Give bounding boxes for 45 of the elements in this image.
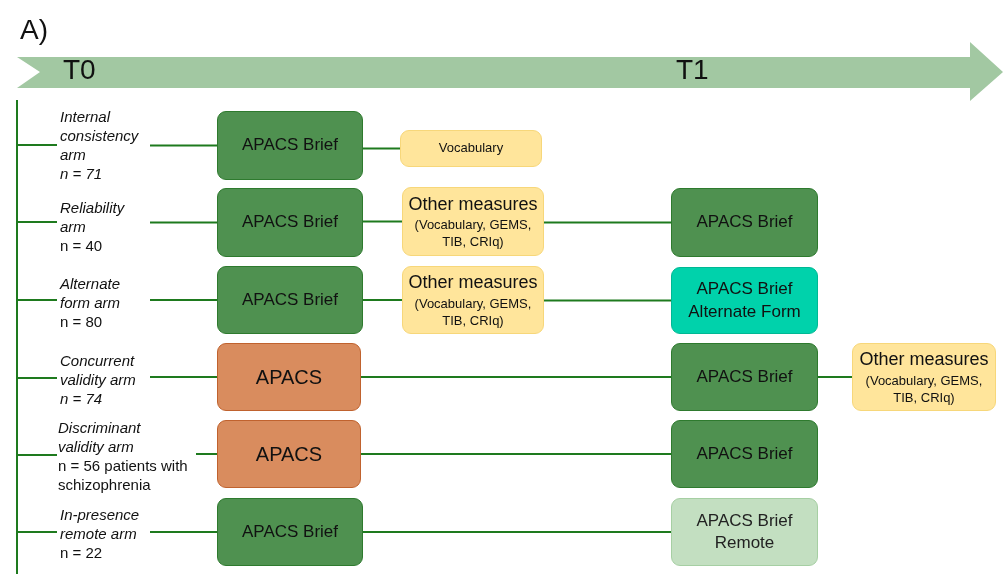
box-detail: (Vocabulary, GEMS, TIB, CRIq) [864, 371, 984, 406]
panel-label: A) [20, 14, 48, 46]
box-title: Other measures [408, 271, 538, 295]
assessment-box: APACS Brief [217, 111, 363, 180]
assessment-box: APACS Brief [671, 188, 818, 257]
connector-line [360, 453, 672, 455]
assessment-box: APACS Brief [217, 188, 363, 257]
connector-line [149, 376, 218, 378]
connector-line [362, 147, 401, 150]
assessment-box: APACS Brief [671, 343, 818, 411]
sample-size: n = 74 [60, 388, 103, 408]
assessment-box: APACS [217, 420, 361, 488]
box-title: Other measures [408, 192, 538, 216]
connector-line [362, 531, 672, 533]
connector-line [543, 221, 672, 224]
connector-line [149, 221, 218, 224]
connector-line [195, 453, 218, 455]
measure-box [402, 187, 544, 256]
assessment-box: APACS Brief [217, 266, 363, 334]
box-title: Other measures [859, 348, 989, 372]
connector-line [360, 376, 672, 378]
box-detail: (Vocabulary, GEMS, TIB, CRIq) [413, 294, 533, 329]
sample-size: n = 22 [60, 542, 103, 562]
connector-line [149, 531, 218, 533]
sample-size: n = 80 [60, 311, 103, 331]
sample-size: n = 71 [60, 164, 103, 183]
time-point-label: T1 [676, 54, 709, 86]
assessment-box: APACS Brief Alternate Form [671, 267, 818, 334]
connector-line [149, 299, 218, 301]
measure-box [402, 266, 544, 334]
measure-box [852, 343, 996, 411]
time-point-label: T0 [63, 54, 96, 86]
connector-line [362, 220, 403, 223]
assessment-box: APACS Brief [217, 498, 363, 566]
connector-line [543, 299, 672, 302]
assessment-box: APACS [217, 343, 361, 411]
measure-box: Vocabulary [400, 130, 542, 167]
sample-size: n = 40 [60, 235, 103, 255]
box-detail: (Vocabulary, GEMS, TIB, CRIq) [413, 216, 533, 251]
assessment-box: APACS Brief [671, 420, 818, 488]
assessment-box: APACS Brief Remote [671, 498, 818, 566]
connector-line [362, 299, 403, 301]
connector-line [817, 376, 853, 378]
connector-line [149, 144, 218, 147]
sample-size: n = 56 patients with schizophrenia [58, 456, 189, 494]
